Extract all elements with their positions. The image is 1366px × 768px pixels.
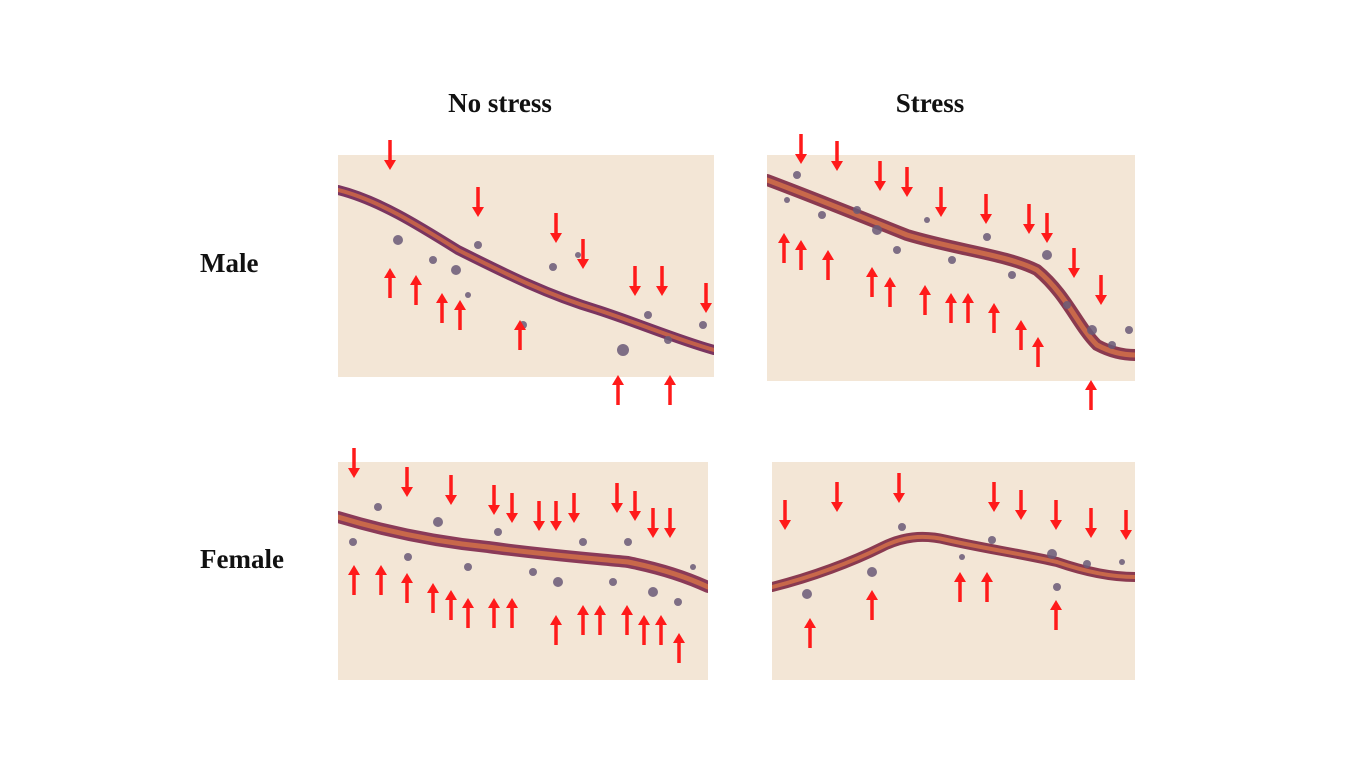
micrograph-male-no-stress xyxy=(338,155,714,377)
column-title-stress: Stress xyxy=(895,88,965,118)
column-title-no-stress: No stress xyxy=(448,88,552,118)
dendrite-image xyxy=(338,503,708,606)
dendrite-image xyxy=(338,185,714,356)
row-label-female: Female xyxy=(200,544,284,574)
up-arrow-icon xyxy=(664,375,676,405)
micrograph-female-no-stress xyxy=(338,462,708,680)
row-label-male: Male xyxy=(200,248,259,278)
dendrite-image xyxy=(767,171,1135,361)
up-arrow-icon xyxy=(612,375,624,405)
micrograph-male-stress xyxy=(767,155,1135,381)
up-arrow-icon xyxy=(1085,380,1097,410)
dendrite-image xyxy=(772,523,1135,599)
micrograph-female-stress xyxy=(772,462,1135,680)
